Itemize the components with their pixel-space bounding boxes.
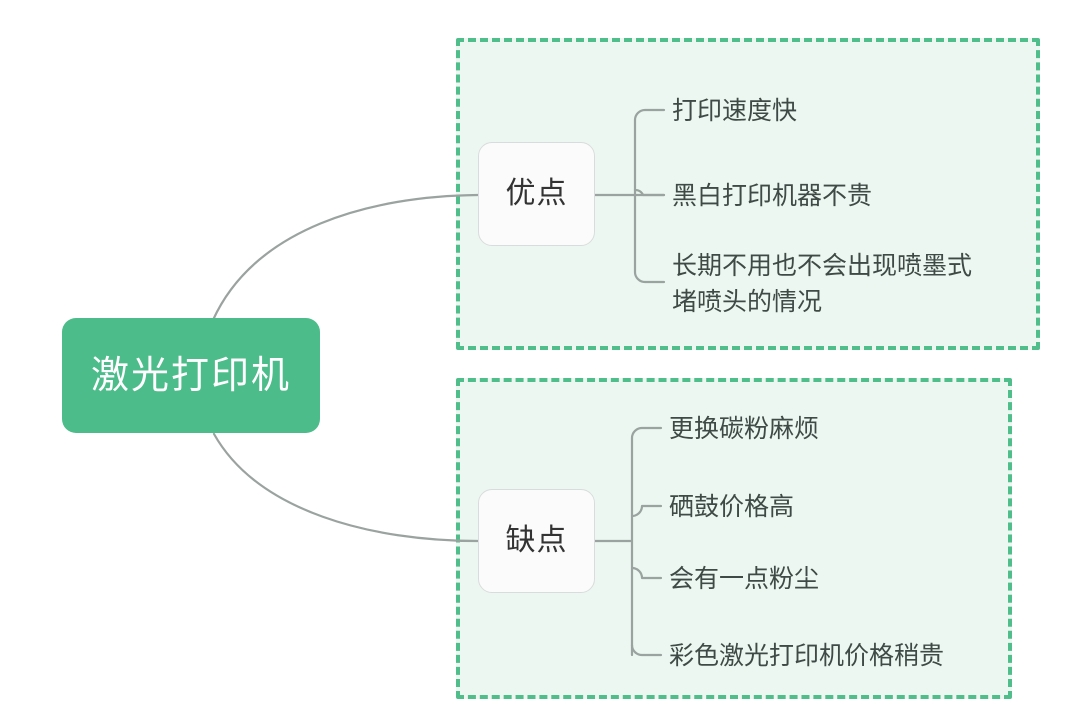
leaf-advantages-2[interactable]: 黑白打印机器不贵 [672,182,873,210]
leaf-advantages-1[interactable]: 打印速度快 [672,97,798,125]
branch-node-advantages[interactable]: 优点 [478,142,595,246]
branch-node-advantages-label: 优点 [505,177,568,210]
leaf-disadvantages-4[interactable]: 彩色激光打印机价格稍贵 [669,642,945,670]
leaf-disadvantages-2[interactable]: 硒鼓价格高 [669,493,795,521]
leaf-disadvantages-3[interactable]: 会有一点粉尘 [669,565,820,593]
leaf-advantages-3[interactable]: 长期不用也不会出现喷墨式 堵喷头的情况 [672,252,973,316]
leaf-disadvantages-1[interactable]: 更换碳粉麻烦 [669,415,820,443]
branch-node-disadvantages-label: 缺点 [505,524,568,557]
branch-node-disadvantages[interactable]: 缺点 [478,489,595,593]
root-node-label: 激光打印机 [90,354,291,397]
root-node[interactable]: 激光打印机 [62,318,320,433]
